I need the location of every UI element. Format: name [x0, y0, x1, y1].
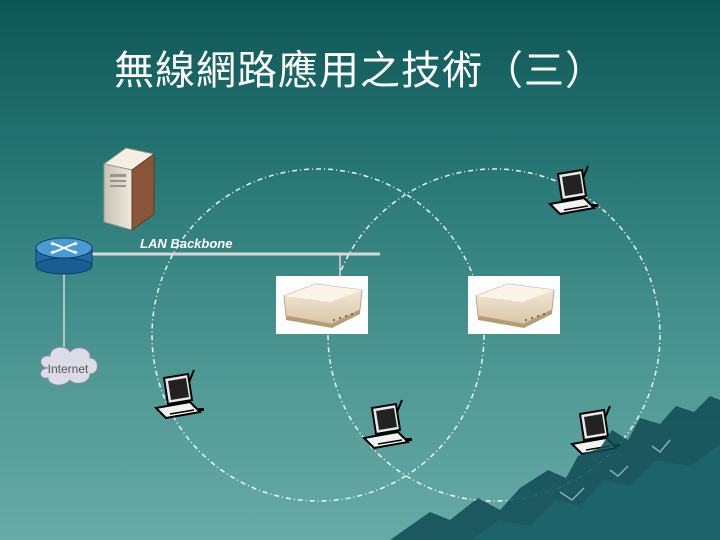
slide-title: 無線網路應用之技術（三） [114, 48, 606, 94]
lan-backbone-label: LAN Backbone [140, 236, 233, 251]
server-icon [102, 147, 156, 231]
laptop-icon [363, 399, 413, 449]
coverage-range-right [327, 168, 661, 502]
internet-label: Internet [47, 362, 89, 376]
cloud-icon [40, 346, 98, 386]
router-icon [35, 237, 93, 275]
coverage-range-left [151, 168, 485, 502]
laptop-icon [549, 165, 599, 215]
access-point-icon [467, 275, 561, 335]
access-point-icon [275, 275, 369, 335]
